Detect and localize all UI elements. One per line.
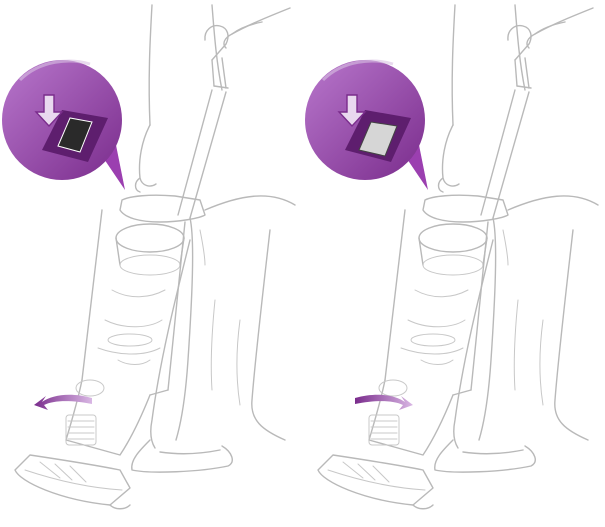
panel-switch-on <box>0 0 302 527</box>
switch-callout-icon <box>2 60 125 190</box>
rotate-arrow-icon <box>34 395 92 410</box>
switch-callout-icon <box>305 60 428 190</box>
rotate-arrow-icon <box>355 395 413 410</box>
illustration-svg <box>0 0 302 527</box>
illustration-svg <box>303 0 605 527</box>
panel-switch-off <box>303 0 605 527</box>
